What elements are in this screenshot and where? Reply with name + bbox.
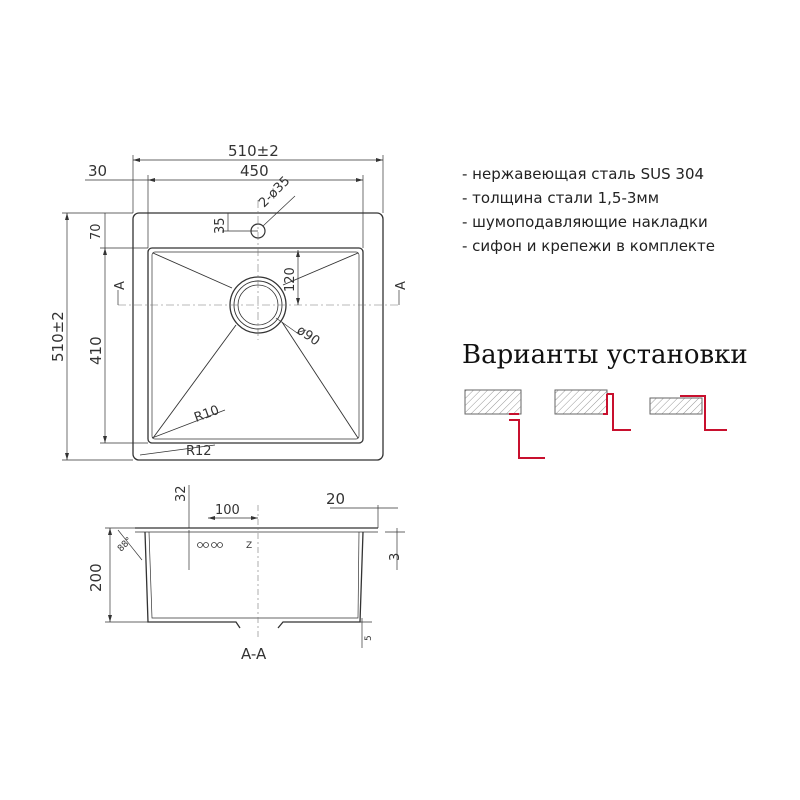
dim-section-rim: 20 bbox=[326, 490, 345, 508]
dim-section-angle: 88° bbox=[116, 536, 134, 554]
spec-item: - нержавеющая сталь SUS 304 bbox=[462, 165, 705, 183]
spec-list: - нержавеющая сталь SUS 304 - толщина ст… bbox=[462, 162, 715, 258]
dim-drain-offset: 120 bbox=[283, 267, 298, 292]
spec-item: - сифон и крепежи в комплекте bbox=[462, 237, 715, 255]
section-view bbox=[105, 485, 405, 648]
dim-top-offset: 70 bbox=[89, 223, 104, 240]
installation-variant-3 bbox=[649, 395, 727, 431]
top-view bbox=[62, 155, 400, 461]
dim-inner-width: 450 bbox=[240, 162, 269, 180]
dim-drain-diameter: ø90 bbox=[294, 323, 323, 349]
dim-section-depth: 200 bbox=[87, 563, 105, 592]
dim-overall-width: 510±2 bbox=[228, 142, 279, 160]
sink-bowl-outline bbox=[147, 247, 364, 444]
install-variants-title: Варианты установки bbox=[462, 340, 748, 370]
dim-section-bottom: 5 bbox=[364, 635, 374, 641]
brand-mark-section: Z bbox=[246, 541, 252, 551]
spec-item: - толщина стали 1,5-3мм bbox=[462, 189, 660, 207]
spec-item: - шумоподавляющие накладки bbox=[462, 213, 708, 231]
install-variants-diagram bbox=[464, 389, 727, 459]
dim-tap-offset: 35 bbox=[213, 217, 228, 234]
overflow-slots bbox=[197, 542, 223, 548]
section-profile bbox=[144, 531, 364, 629]
dim-section-offset: 32 bbox=[174, 485, 189, 502]
dim-outer-radius: R12 bbox=[186, 444, 212, 459]
section-label-right: A bbox=[394, 281, 409, 290]
installation-variant-2 bbox=[554, 389, 631, 431]
dim-overall-height: 510±2 bbox=[49, 311, 67, 362]
dim-inner-radius: R10 bbox=[192, 403, 221, 426]
dim-section-thickness: 3 bbox=[388, 553, 403, 561]
installation-variant-1 bbox=[464, 389, 545, 459]
dim-inner-height: 410 bbox=[87, 336, 105, 365]
bowl-slope-lines bbox=[152, 252, 359, 439]
section-label-left: A bbox=[113, 281, 128, 290]
dim-flange: 30 bbox=[88, 162, 107, 180]
section-title: A-A bbox=[241, 645, 267, 663]
dim-section-overflow: 100 bbox=[215, 503, 240, 518]
